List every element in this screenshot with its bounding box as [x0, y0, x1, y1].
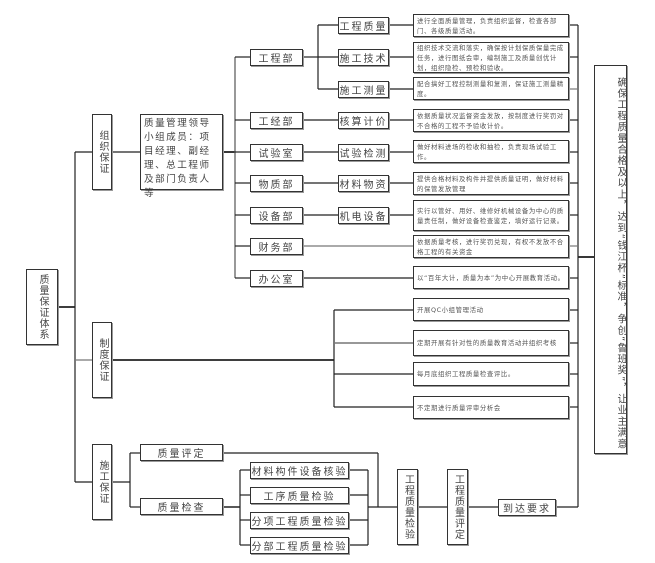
system-item-text: 不定期进行质量评审分析会 [417, 403, 501, 412]
function-mech-equipment: 机电设备 [338, 207, 389, 224]
desc-office: 以“百年大计，质量为本”为中心开展教育活动。 [413, 266, 569, 289]
branch-organization: 组织保证 [92, 114, 112, 190]
desc-text: 组织技术交流和落实，确保按计划保质保量完成任务，进行图纸会审，编制施工及质量创优… [417, 43, 564, 72]
system-item-text: 开展QC小组管理活动 [417, 305, 484, 314]
dept-finance: 财务部 [250, 238, 303, 255]
desc-materials: 提供合格材料及构件并提供质量证明，做好材料的保管发放管理 [413, 172, 569, 195]
desc-engineering-quality: 进行全面质量管理，负责组织监督，检查各部门、各级质量活动。 [413, 14, 569, 37]
desc-text: 依据质量考核，进行奖罚兑现，有权不发放不合格工程的有关资金 [417, 237, 564, 256]
system-item-monthly-check: 每月底组织工程质量检查评比。 [413, 362, 569, 386]
quality-evaluation: 质量评定 [140, 444, 223, 461]
function-construction-tech: 施工技术 [338, 49, 389, 66]
desc-testing: 做好材料进场的检收和抽检，负责现场试验工作。 [413, 140, 569, 163]
meet-requirements: 到达要求 [498, 499, 556, 516]
dept-equipment: 设备部 [250, 207, 303, 224]
desc-text: 配合搞好工程控制测量和复测，保证施工测量精度。 [417, 79, 564, 98]
system-item-text: 每月底组织工程质量检查评比。 [417, 370, 515, 378]
dept-office: 办公室 [250, 270, 303, 287]
desc-text: 以“百年大计，质量为本”为中心开展教育活动。 [417, 273, 565, 282]
project-quality-inspection: 工程质量检验 [397, 469, 418, 545]
function-engineering-quality: 工程质量 [338, 17, 389, 34]
project-quality-evaluation: 工程质量评定 [447, 469, 468, 545]
check-division-quality: 分部工程质量检验 [250, 537, 349, 554]
branch-system: 制度保证 [92, 322, 112, 398]
dept-lab: 试验室 [250, 144, 303, 161]
function-materials: 材料物资 [338, 175, 389, 192]
branch-construction-label: 施工保证 [97, 460, 108, 504]
desc-finance: 依据质量考核，进行奖罚兑现，有权不发放不合格工程的有关资金 [413, 235, 569, 258]
quality-inspection: 质量检查 [140, 498, 223, 515]
desc-text: 提供合格材料及构件并提供质量证明，做好材料的保管发放管理 [417, 174, 564, 193]
function-costing: 核算计价 [338, 112, 389, 129]
system-item-text: 定期开展有针对性的质量教育活动并组织考核 [417, 339, 557, 347]
desc-construction-tech: 组织技术交流和落实，确保按计划保质保量完成任务，进行图纸会审，编制施工及质量创优… [413, 42, 569, 73]
system-item-review: 不定期进行质量评审分析会 [413, 396, 569, 419]
dept-cost: 工经部 [250, 112, 303, 129]
desc-text: 依据质量状况监督资金发放，按制度进行奖罚对不合格的工程不予验收计价。 [417, 111, 564, 130]
dept-engineering: 工程部 [250, 49, 303, 66]
root-quality-assurance-system: 质量保证体系 [26, 269, 58, 345]
dept-materials: 物质部 [250, 175, 303, 192]
check-materials-equipment: 材料构件设备核验 [250, 462, 349, 479]
system-item-qc: 开展QC小组管理活动 [413, 298, 569, 321]
function-survey: 施工测量 [338, 81, 389, 98]
desc-mech-equipment: 实行以管好、用好、维修好机械设备为中心的质量责任制，做好设备检查鉴定，填好运行记… [413, 200, 569, 231]
desc-survey: 配合搞好工程控制测量和复测，保证施工测量精度。 [413, 77, 569, 100]
desc-text: 实行以管好、用好、维修好机械设备为中心的质量责任制，做好设备检查鉴定，填好运行记… [417, 206, 564, 225]
quality-goal: 确保工程质量合格及以上，达到“钱江杯”标准，争创“鲁班奖”，让业主满意 [594, 65, 627, 454]
check-subitem-quality: 分项工程质量检验 [250, 512, 349, 529]
check-process-quality: 工序质量检验 [250, 487, 349, 504]
function-testing: 试验检测 [338, 144, 389, 161]
leadership-group: 质量管理领导小组成员：项目经理、副经理、总工程师及部门负责人等 [140, 114, 223, 199]
system-item-education: 定期开展有针对性的质量教育活动并组织考核 [413, 330, 569, 356]
desc-costing: 依据质量状况监督资金发放，按制度进行奖罚对不合格的工程不予验收计价。 [413, 109, 569, 132]
desc-text: 做好材料进场的检收和抽检，负责现场试验工作。 [417, 142, 557, 161]
branch-construction: 施工保证 [92, 444, 112, 520]
desc-text: 进行全面质量管理，负责组织监督，检查各部门、各级质量活动。 [417, 16, 557, 35]
